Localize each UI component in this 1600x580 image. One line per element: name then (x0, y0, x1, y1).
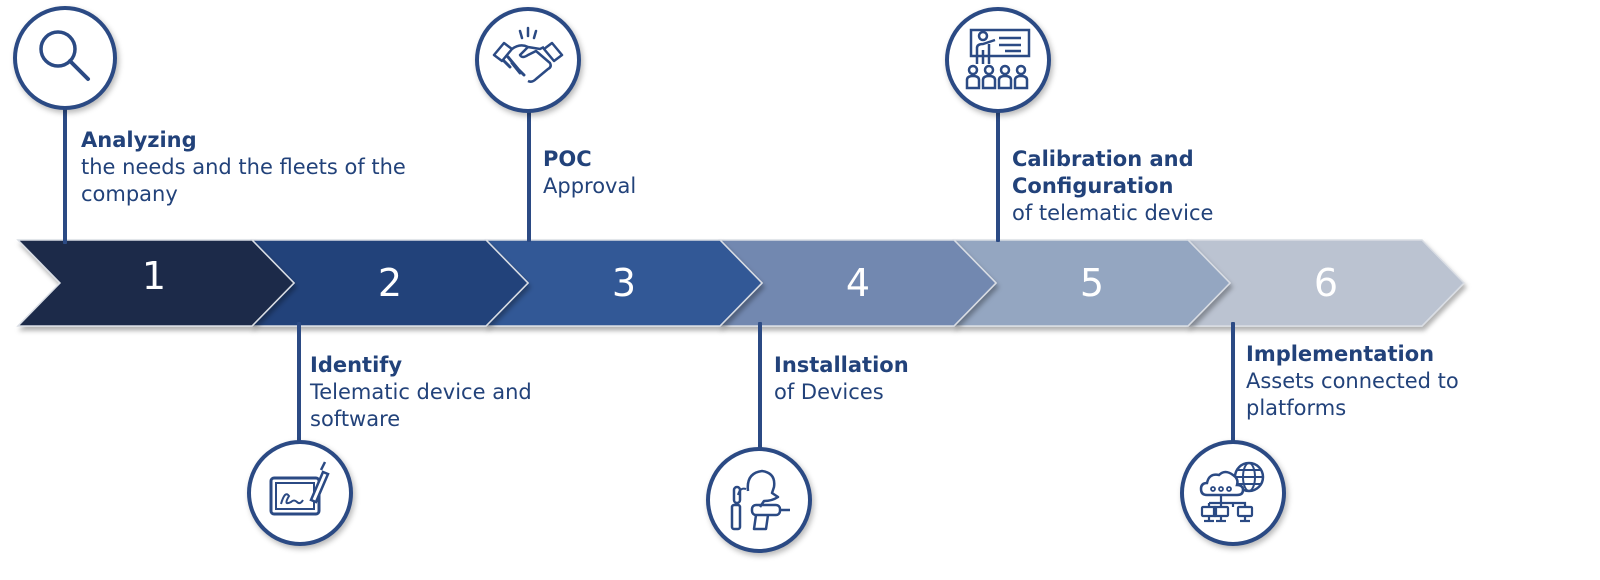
step-4-connector (758, 322, 762, 452)
step-2-label: Identify Telematic device and software (310, 352, 610, 433)
step-3-icon-circle (475, 7, 581, 113)
step-5-label: Calibration and Configuration of telemat… (1012, 146, 1292, 227)
step-1-number: 1 (142, 254, 166, 298)
step-2-connector (297, 322, 301, 446)
magnifier-icon (39, 30, 90, 81)
step-5-number: 5 (1080, 261, 1104, 305)
step-1-chevron (16, 239, 296, 327)
step-5-title-line-2: Configuration (1012, 174, 1174, 198)
step-5-description-line-1: of telematic device (1012, 201, 1214, 225)
step-4-icon-circle (706, 447, 812, 553)
step-4-description-line-1: of Devices (774, 380, 884, 404)
step-6-icon-circle (1180, 440, 1286, 546)
step-2-title: Identify (310, 353, 403, 377)
step-4-label: Installation of Devices (774, 352, 994, 406)
cloud-network-icon (1199, 461, 1265, 523)
step-3-connector (527, 108, 531, 242)
step-3-label: POC Approval (543, 146, 763, 200)
step-3-title: POC (543, 147, 592, 171)
step-1-title: Analyzing (81, 128, 197, 152)
step-1-description-line-2: company (81, 182, 178, 206)
technician-drill-icon (730, 469, 790, 531)
step-1-description-line-1: the needs and the fleets of the (81, 155, 406, 179)
step-5-icon-circle (945, 7, 1051, 113)
step-6-label: Implementation Assets connected to platf… (1246, 341, 1526, 422)
step-6-number: 6 (1314, 261, 1338, 305)
handshake-icon (492, 26, 564, 83)
step-6-description-line-2: platforms (1246, 396, 1347, 420)
presentation-training-icon (965, 28, 1031, 90)
step-3-description-line-1: Approval (543, 174, 637, 198)
step-1-label: Analyzing the needs and the fleets of th… (81, 127, 461, 208)
signature-tablet-icon (269, 461, 330, 516)
step-2-icon-circle (247, 440, 353, 546)
step-2-number: 2 (378, 261, 402, 305)
step-6-connector (1231, 322, 1235, 444)
step-5-connector (996, 108, 1000, 242)
step-6-title: Implementation (1246, 342, 1435, 366)
step-4-number: 4 (846, 261, 870, 305)
step-1-icon-circle (13, 6, 117, 110)
step-5-title-line-1: Calibration and (1012, 147, 1194, 171)
step-3-number: 3 (612, 261, 636, 305)
step-2-description-line-2: software (310, 407, 401, 431)
step-1-connector (63, 104, 67, 244)
step-6-description-line-1: Assets connected to (1246, 369, 1459, 393)
step-4-title: Installation (774, 353, 909, 377)
step-2-description-line-1: Telematic device and (310, 380, 532, 404)
